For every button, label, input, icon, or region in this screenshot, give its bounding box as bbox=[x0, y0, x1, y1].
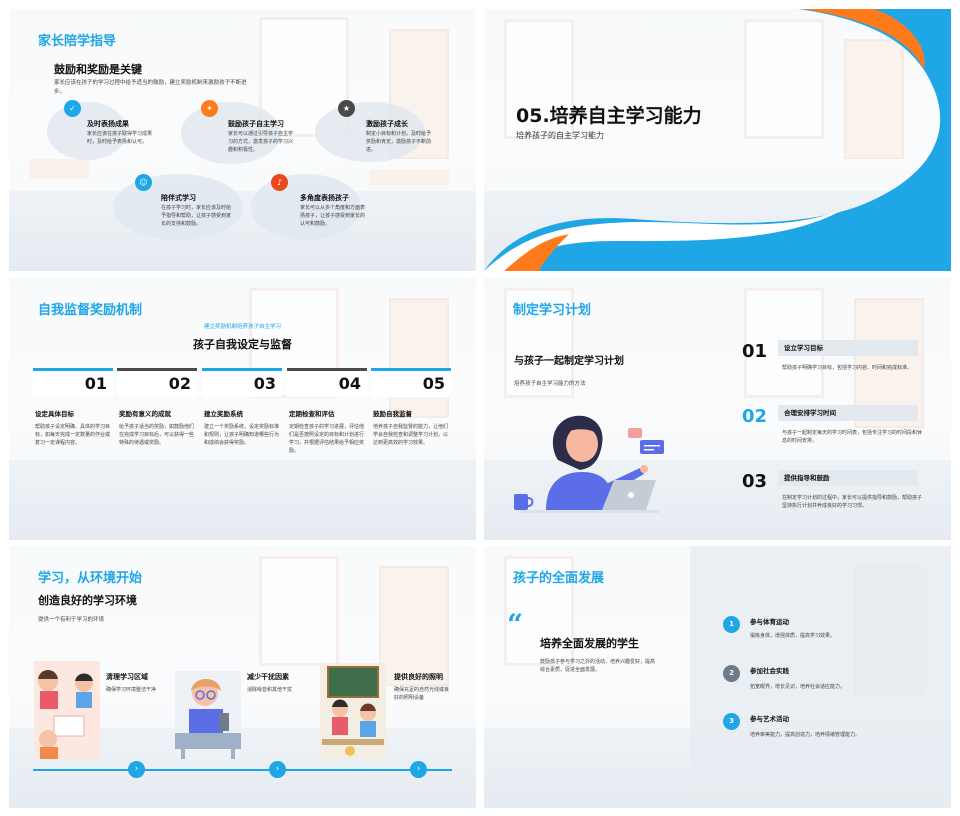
slide-parent-guidance[interactable]: 家长陪学指导 鼓励和奖励是关键 家长应该在孩子的学习过程中给予适当的鼓励，建立奖… bbox=[9, 9, 476, 271]
chevron-right-icon[interactable]: › bbox=[410, 761, 427, 778]
card-title: 激励孩子成长 bbox=[366, 120, 408, 128]
card-text: 在孩子学习时，家长应该及时给予指导和帮助，让孩子感受到家长的支持和鼓励。 bbox=[161, 205, 232, 227]
dev-item-text: 培养审美能力，提高创造力，培养情绪管理能力。 bbox=[750, 732, 861, 738]
step-number: 04 bbox=[287, 371, 367, 397]
card-text: 家长可以通过引导孩子自主学习的方式，激发孩子的学习兴趣和积极性。 bbox=[228, 131, 294, 153]
step-title: 提供指导和鼓励 bbox=[778, 470, 918, 486]
step-number: 01 bbox=[742, 341, 768, 362]
step-text: 在制定学习计划的过程中，家长可以提供指导和鼓励，帮助孩子坚持执行计划并养成良好的… bbox=[782, 495, 923, 509]
step-column: 01 设定具体目标 帮助孩子设定明确、具体的学习目标，如每天完成一定数量的作业或… bbox=[33, 368, 113, 447]
student-laptop-illustration bbox=[514, 415, 664, 513]
quote-icon: “ bbox=[507, 608, 524, 641]
env-item-title: 清理学习区域 bbox=[106, 673, 148, 681]
slide-heading: 创造良好的学习环境 bbox=[38, 594, 137, 607]
item-number: 1 bbox=[723, 616, 740, 633]
card-background bbox=[47, 102, 127, 160]
slide-all-round-development[interactable]: 孩子的全面发展 “ 培养全面发展的学生 鼓励孩子参与学习之外的活动，培养兴趣爱好… bbox=[484, 546, 951, 808]
slide-title: 孩子的全面发展 bbox=[513, 571, 605, 586]
step-column: 05 鼓励自我监督 培养孩子自我监督的能力，让他们学会自我检查和调整学习计划，以… bbox=[371, 368, 451, 447]
dev-item-title: 参与体育运动 bbox=[750, 618, 789, 626]
env-item-title: 提供良好的照明 bbox=[394, 673, 443, 681]
focused-student-image bbox=[175, 671, 241, 759]
step-title: 设立学习目标 bbox=[778, 340, 918, 356]
section-subtitle: 培养孩子的自主学习能力 bbox=[516, 131, 604, 140]
step-column: 03 建立奖励系统 建立一个奖励系统，设定奖励标准和规则，让孩子明确知道哪些行为… bbox=[202, 368, 282, 447]
card-text: 家长可以从多个角度和方面表扬孩子，让孩子感受到家长的认可和鼓励。 bbox=[300, 205, 366, 227]
env-item-text: 消除噪音和其他干扰 bbox=[247, 687, 293, 693]
slide-caption: 建立奖励机制培养孩子自主学习 bbox=[203, 324, 281, 330]
kids-drawing-image bbox=[34, 661, 100, 759]
step-text: 帮助孩子设定明确、具体的学习目标，如每天完成一定数量的作业或复习一定课程内容。 bbox=[35, 424, 111, 446]
step-number: 03 bbox=[742, 471, 768, 492]
step-number: 01 bbox=[33, 371, 113, 397]
item-number: 3 bbox=[723, 713, 740, 730]
step-text: 给予孩子适当的奖励，如鼓励他们在完成学习目标后，可以获得一些特殊的待遇或奖励。 bbox=[119, 424, 195, 446]
dev-item-text: 拓宽眼界，增长见识，培养社会适应能力。 bbox=[750, 684, 846, 690]
env-item-text: 确保充足的自然光线或良好的照明设备 bbox=[394, 687, 450, 701]
slide-heading: 鼓励和奖励是关键 bbox=[54, 63, 142, 76]
thumbs-up-icon: ✓ bbox=[64, 100, 81, 117]
slide-subtitle: 提供一个有利于学习的环境 bbox=[38, 617, 105, 623]
medal-icon: ★ bbox=[338, 100, 355, 117]
card-background bbox=[251, 174, 361, 240]
step-number: 02 bbox=[742, 406, 768, 427]
env-item-text: 确保学习环境整洁干净 bbox=[106, 687, 157, 693]
section-title: 05.培养自主学习能力 bbox=[516, 105, 702, 127]
slide-title: 制定学习计划 bbox=[513, 303, 592, 318]
card-text: 制定小目标和计划，及时给予奖励和肯定，激励孩子不断前进。 bbox=[366, 131, 432, 153]
dev-item-title: 参加社会实践 bbox=[750, 667, 789, 675]
item-number: 2 bbox=[723, 665, 740, 682]
people-icon: ☺ bbox=[135, 174, 152, 191]
step-text: 建立一个奖励系统，设定奖励标准和规则，让孩子明确知道哪些行为和成绩会获得奖励。 bbox=[204, 424, 280, 446]
chevron-right-icon[interactable]: › bbox=[128, 761, 145, 778]
step-title: 奖励有意义的成就 bbox=[119, 410, 171, 418]
step-text: 与孩子一起制定每天的学习时间表，包括专注学习的时间段和休息的时间安排。 bbox=[782, 430, 923, 444]
step-number: 05 bbox=[371, 371, 451, 397]
slide-title: 学习，从环境开始 bbox=[38, 571, 143, 586]
step-number: 03 bbox=[202, 371, 282, 397]
step-text: 定期检查孩子的学习进展，评估他们是否按照设定的目标和计划进行学习，并根据评估结果… bbox=[289, 424, 365, 454]
step-title: 定期检查和评估 bbox=[289, 410, 335, 418]
chevron-right-icon[interactable]: › bbox=[269, 761, 286, 778]
step-title: 鼓励自我监督 bbox=[373, 410, 412, 418]
card-title: 及时表扬成果 bbox=[87, 120, 129, 128]
step-title: 合理安排学习时间 bbox=[778, 405, 918, 421]
step-title: 设定具体目标 bbox=[35, 410, 74, 418]
step-number: 02 bbox=[117, 371, 197, 397]
card-text: 家长应该在孩子取得学习成果时，及时给予表扬和认可。 bbox=[87, 131, 153, 145]
card-background bbox=[113, 174, 243, 240]
dev-item-text: 锻炼身体，增强体质，提高学习效果。 bbox=[750, 633, 836, 639]
slide-study-plan[interactable]: 制定学习计划 与孩子一起制定学习计划 培养孩子自主学习能力的方法 01 设立学习… bbox=[484, 278, 951, 540]
slide-self-supervision[interactable]: 自我监督奖励机制 建立奖励机制培养孩子自主学习 孩子自我设定与监督 01 设定具… bbox=[9, 278, 476, 540]
slide-heading: 孩子自我设定与监督 bbox=[193, 338, 292, 351]
step-text: 帮助孩子明确学习目标，包括学习内容、时间和完成标准。 bbox=[782, 365, 913, 371]
slide-intro: 家长应该在孩子的学习过程中给予适当的鼓励，建立奖励机制来激励孩子不断进步。 bbox=[54, 80, 247, 95]
step-text: 培养孩子自我监督的能力，让他们学会自我检查和调整学习计划，以达到更高效的学习效果… bbox=[373, 424, 449, 446]
card-background bbox=[315, 102, 425, 162]
card-background bbox=[181, 102, 281, 164]
slide-title: 家长陪学指导 bbox=[38, 34, 117, 49]
slide-title: 自我监督奖励机制 bbox=[38, 303, 143, 318]
slide-heading: 与孩子一起制定学习计划 bbox=[514, 356, 624, 367]
step-column: 04 定期检查和评估 定期检查孩子的学习进展，评估他们是否按照设定的目标和计划进… bbox=[287, 368, 367, 455]
slide-section-title[interactable]: 05.培养自主学习能力 培养孩子的自主学习能力 bbox=[484, 9, 951, 271]
megaphone-icon: ♪ bbox=[271, 174, 288, 191]
slide-heading: 培养全面发展的学生 bbox=[540, 637, 639, 650]
card-title: 鼓励孩子自主学习 bbox=[228, 120, 284, 128]
timeline-line bbox=[33, 769, 452, 771]
slide-subtitle: 培养孩子自主学习能力的方法 bbox=[514, 381, 586, 387]
dev-item-title: 参与艺术活动 bbox=[750, 715, 789, 723]
slide-text: 鼓励孩子参与学习之外的活动，培养兴趣爱好，提高综合素质，促进全面发展。 bbox=[540, 659, 656, 673]
card-title: 陪伴式学习 bbox=[161, 194, 196, 202]
classroom-cleaning-image bbox=[320, 663, 386, 759]
slide-environment[interactable]: 学习，从环境开始 创造良好的学习环境 提供一个有利于学习的环境 清理学习区域 确… bbox=[9, 546, 476, 808]
wave-decoration bbox=[484, 9, 951, 271]
step-title: 建立奖励系统 bbox=[204, 410, 243, 418]
step-column: 02 奖励有意义的成就 给予孩子适当的奖励，如鼓励他们在完成学习目标后，可以获得… bbox=[117, 368, 197, 447]
env-item-title: 减少干扰因素 bbox=[247, 673, 289, 681]
card-title: 多角度表扬孩子 bbox=[300, 194, 349, 202]
lightbulb-icon: ✦ bbox=[201, 100, 218, 117]
